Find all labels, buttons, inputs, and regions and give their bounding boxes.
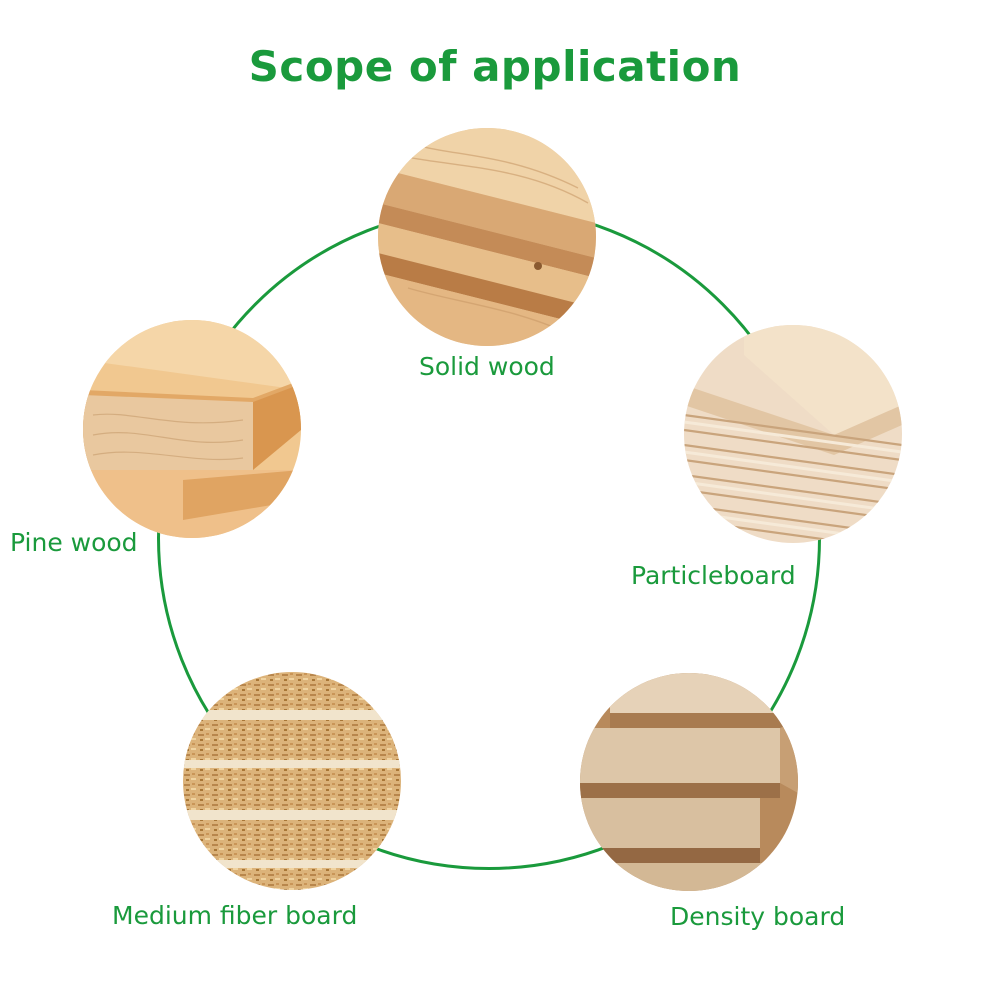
- pine-wood-photo-icon: [83, 320, 301, 538]
- solid-wood-photo-icon: [378, 128, 596, 346]
- page-title: Scope of application: [248, 42, 742, 91]
- density-board-photo-icon: [580, 673, 798, 891]
- medium-fiber-board-photo-icon: [183, 672, 401, 890]
- medium-fiber-board-label: Medium fiber board: [110, 901, 360, 930]
- solid-wood-label: Solid wood: [417, 352, 557, 381]
- particleboard-photo-icon: [684, 325, 902, 543]
- pine-wood-label: Pine wood: [8, 528, 140, 557]
- particleboard-label: Particleboard: [629, 561, 798, 590]
- density-board-label: Density board: [668, 902, 848, 931]
